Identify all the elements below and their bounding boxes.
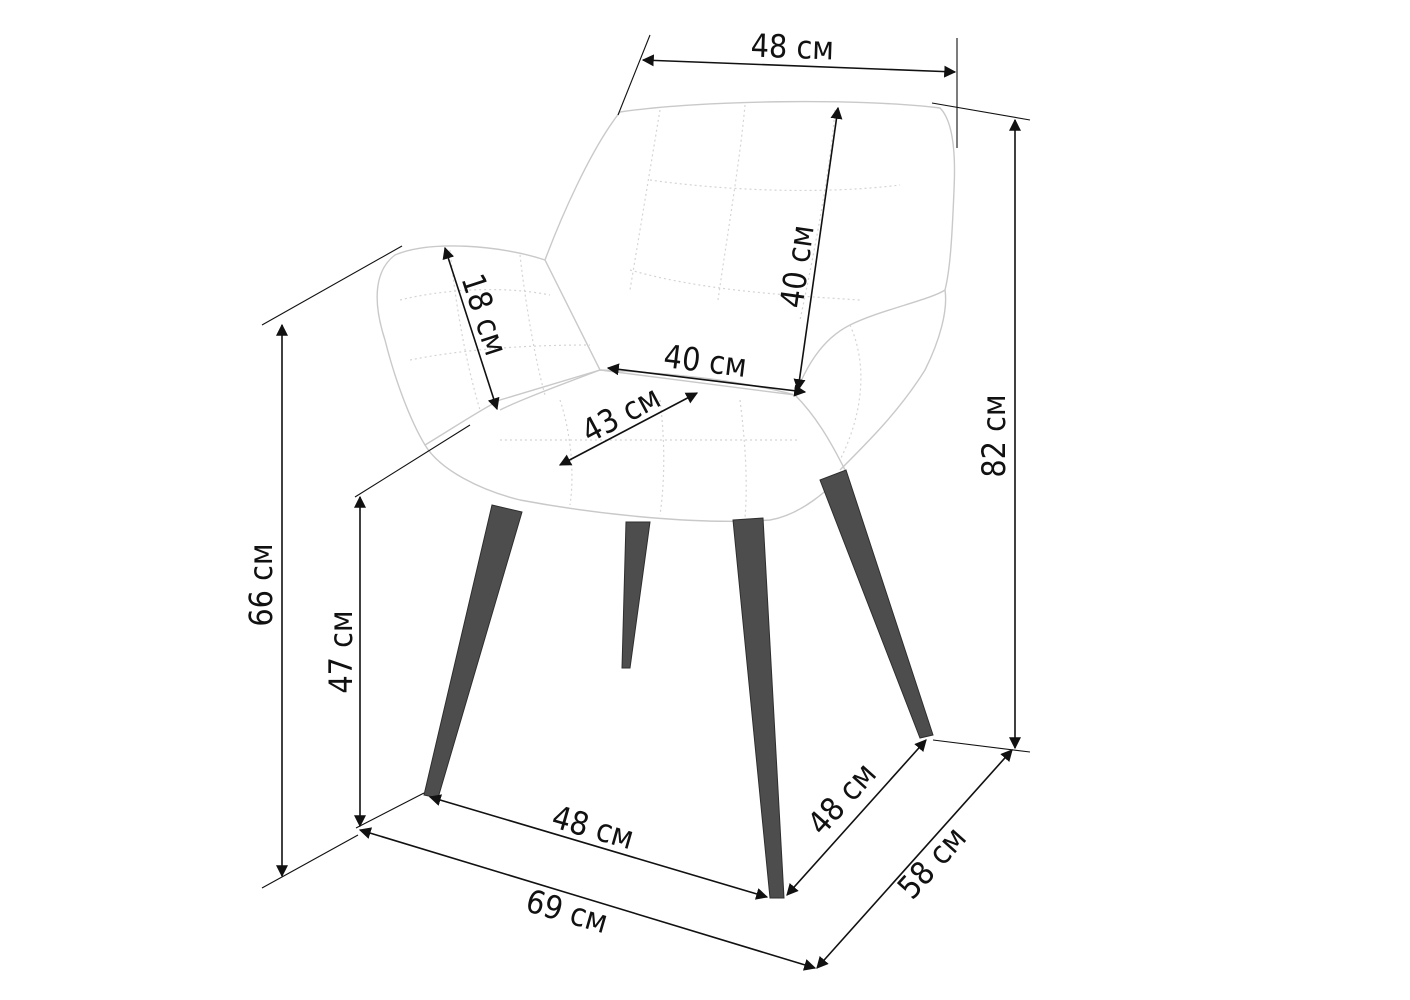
label-overall-height: 82 см xyxy=(975,394,1013,477)
dim-line-seat-depth xyxy=(558,392,699,466)
chair-backrest-outline xyxy=(544,100,956,396)
dim-line-back-height xyxy=(793,106,843,392)
label-armrest-height: 18 см xyxy=(454,269,516,360)
dim-line-overall-depth xyxy=(816,749,1013,969)
label-back-width: 48 см xyxy=(750,27,835,68)
label-leg-span-side: 48 см xyxy=(800,755,884,842)
chair-right-arm-outline xyxy=(839,289,947,471)
dim-line-armrest-height xyxy=(442,246,500,411)
chair-leg-front-right xyxy=(732,517,785,899)
dim-line-seat-width xyxy=(606,363,807,397)
dim-line-overall-width xyxy=(358,827,817,971)
chair-leg-front-left xyxy=(423,504,523,799)
dimension-lines xyxy=(276,54,1021,971)
label-overall-depth: 58 см xyxy=(890,819,974,906)
label-seat-height: 47 см xyxy=(322,610,360,693)
label-overall-width: 69 см xyxy=(522,882,613,941)
extension-lines xyxy=(261,34,1031,889)
dimension-labels: 48 см 40 см 82 см 66 см 47 см 18 см 40 с… xyxy=(242,27,1013,942)
chair-leg-back-left xyxy=(621,521,651,669)
label-seat-width: 40 см xyxy=(662,337,749,385)
chair-left-arm-outline xyxy=(376,245,601,446)
label-armrest-total-height: 66 см xyxy=(242,543,280,626)
label-leg-span-front: 48 см xyxy=(548,798,639,857)
dim-line-back-width xyxy=(641,54,957,78)
chair-leg-back-right xyxy=(819,469,934,739)
